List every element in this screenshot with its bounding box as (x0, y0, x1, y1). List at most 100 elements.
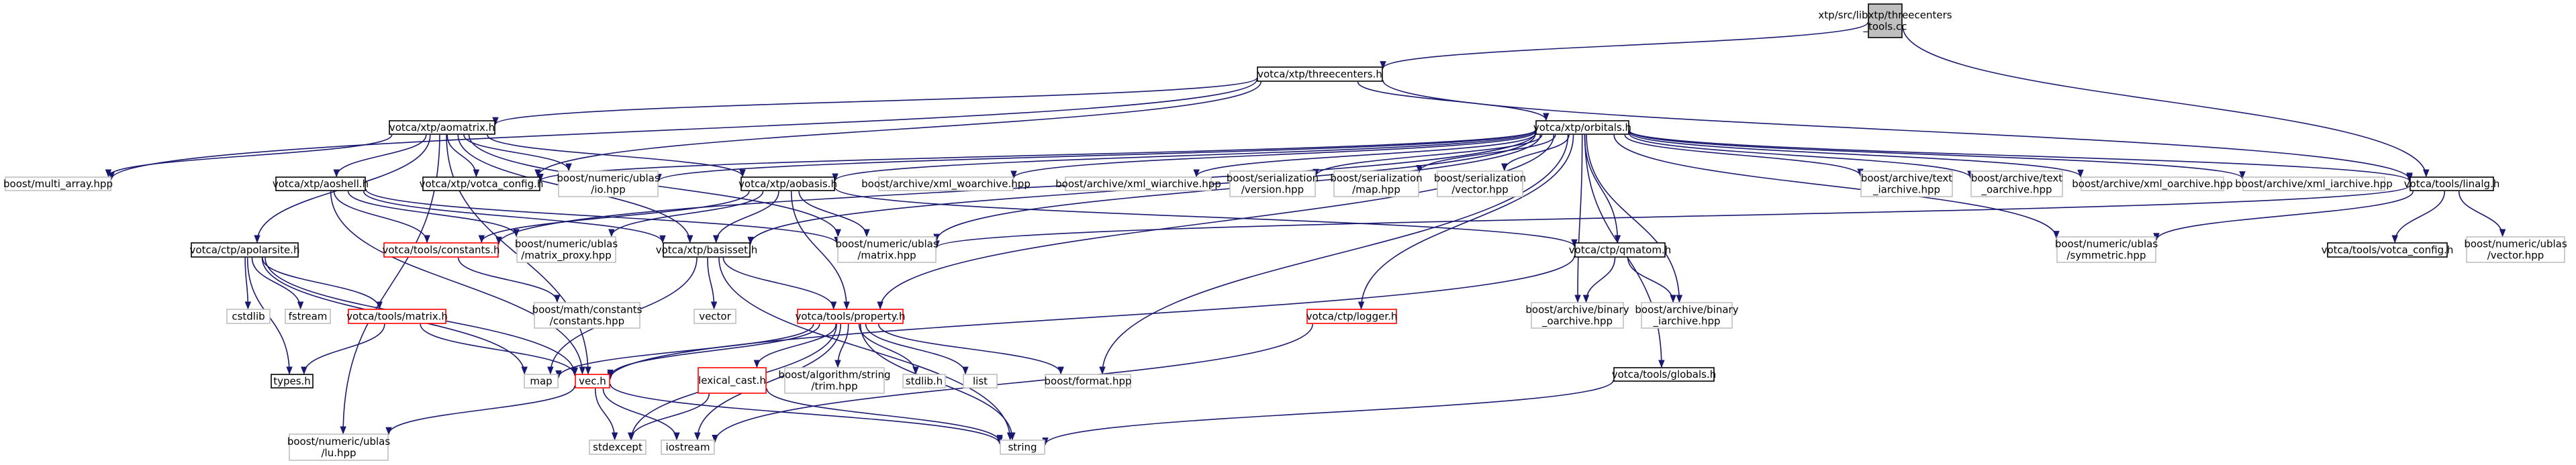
node-label-binary_iarchive: boost/archive/binary (1635, 304, 1738, 316)
node-tools_matrix[interactable]: votca/tools/matrix.h (346, 309, 448, 324)
node-label-root: xtp/src/libxtp/threecenters (1818, 9, 1952, 21)
edge-vec-to-stdexcept (594, 388, 616, 440)
node-linalg[interactable]: votca/tools/linalg.h (2404, 176, 2500, 191)
edge-basisset-to-vector (707, 257, 715, 309)
node-binary_oarchive: boost/archive/binary_oarchive.hpp (1525, 302, 1629, 329)
node-label-xml_woarchive: boost/archive/xml_woarchive.hpp (861, 178, 1031, 191)
node-ublas_symmetric: boost/numeric/ublas/symmetric.hpp (2055, 236, 2158, 263)
node-types[interactable]: types.h (271, 374, 314, 389)
arrowhead-apolarsite-to-fstream (297, 301, 304, 310)
node-label-ublas_symmetric: boost/numeric/ublas (2055, 238, 2158, 250)
arrowhead-aobasis-to-basisset (712, 235, 720, 244)
edge-orbitals-to-binary_iarchive (1586, 134, 1680, 303)
node-vector: vector (694, 309, 736, 324)
node-label-apolarsite: votca/ctp/apolarsite.h (190, 244, 300, 256)
edge-property-to-vec (610, 323, 820, 377)
node-qmatom[interactable]: votca/ctp/qmatom.h (1569, 242, 1671, 258)
node-label-binary_iarchive: _iarchive.hpp (1652, 315, 1720, 328)
node-label-xml_wiarchive: boost/archive/xml_wiarchive.hpp (1055, 178, 1221, 191)
node-box-ublas_lu (289, 433, 389, 461)
node-box-basisset (663, 242, 751, 258)
node-label-string: string (1008, 442, 1037, 454)
node-label-ublas_lu: /lu.hpp (321, 447, 356, 459)
node-vec[interactable]: vec.h (575, 374, 610, 389)
node-label-tools_config: votca/tools/votca_config.h (2322, 244, 2454, 257)
node-property[interactable]: votca/tools/property.h (795, 309, 906, 324)
node-aomatrix[interactable]: votca/xtp/aomatrix.h (389, 120, 495, 135)
edge-property-to-lexical_cast (756, 323, 837, 368)
arrowhead-constants_tools-to-math_constants (554, 295, 561, 303)
arrowhead-orbitals-to-qmatom (1614, 235, 1621, 244)
node-box-matrix_proxy (516, 236, 616, 263)
node-orbitals[interactable]: votca/xtp/orbitals.h (1533, 120, 1631, 135)
arrowhead-tools_matrix-to-vec (571, 368, 578, 376)
edge-aoshell-to-ublas_matrix (365, 189, 838, 244)
node-xtp_config[interactable]: votca/xtp/votca_config.h (420, 176, 544, 191)
edge-qmatom-to-binary_iarchive (1627, 257, 1674, 303)
node-root[interactable]: xtp/src/libxtp/threecenters_tools.cc (1818, 3, 1952, 38)
arrowhead-orbitals-to-binary_oarchive (1574, 295, 1581, 303)
node-box-lexical_cast (698, 367, 767, 394)
node-lexical_cast[interactable]: lexical_cast.h (698, 367, 767, 394)
node-label-trim: /trim.hpp (811, 380, 857, 393)
node-logger[interactable]: votca/ctp/logger.h (1306, 309, 1398, 324)
edge-threecenters-to-multi_array (111, 79, 1257, 180)
node-box-binary_oarchive (1531, 302, 1624, 329)
node-box-list (963, 374, 998, 389)
node-box-text_iarchive (1860, 170, 1953, 197)
edge-orbitals-to-linalg (1629, 130, 2410, 182)
edge-tools_matrix-to-types (303, 323, 385, 374)
arrowhead-threecenters-to-orbitals (1543, 113, 1549, 121)
node-aobasis[interactable]: votca/xtp/aobasis.h (738, 176, 837, 191)
arrowhead-aomatrix-to-xtp_config (473, 169, 480, 178)
node-basisset[interactable]: votca/xtp/basisset.h (656, 242, 757, 258)
arrowhead-aomatrix-to-basisset (686, 235, 694, 244)
edge-threecenters-to-aomatrix (495, 77, 1257, 125)
arrowhead-aobasis-to-matrix_proxy (608, 229, 615, 238)
edge-vec-to-iostream (602, 388, 677, 440)
edge-aoshell-to-vec (330, 191, 583, 374)
node-box-stdexcept (589, 440, 647, 455)
node-label-matrix_proxy: /matrix_proxy.hpp (521, 250, 611, 262)
edge-basisset-to-property (722, 257, 834, 309)
arrowhead-aoshell-to-basisset (659, 235, 666, 244)
node-box-ser_version (1229, 170, 1316, 197)
edge-vec-to-ublas_lu (388, 385, 575, 435)
node-box-ublas_vector (2466, 236, 2565, 263)
edge-lexical_cast-to-string (766, 388, 1000, 442)
node-box-stdlib (902, 374, 946, 389)
node-label-ublas_matrix: /matrix.hpp (857, 250, 916, 262)
node-aoshell[interactable]: votca/xtp/aoshell.h (273, 176, 369, 191)
node-label-types: types.h (273, 375, 311, 387)
node-label-ublas_lu: boost/numeric/ublas (287, 435, 391, 448)
arrowhead-orbitals-to-ser_vector (1501, 163, 1508, 172)
node-box-boost_format (1045, 374, 1131, 389)
arrowhead-aomatrix-to-apolarsite (254, 235, 260, 244)
node-threecenters[interactable]: votca/xtp/threecenters.h (1257, 66, 1383, 82)
node-label-ublas_io: /io.hpp (591, 184, 625, 196)
node-box-root (1868, 3, 1903, 38)
node-tools_config[interactable]: votca/tools/votca_config.h (2322, 242, 2454, 258)
edge-aoshell-to-constants_tools (333, 191, 428, 243)
edge-aoshell-to-matrix_proxy (347, 191, 517, 237)
node-ublas_vector: boost/numeric/ublas/vector.hpp (2464, 236, 2567, 263)
node-box-string (1000, 440, 1045, 455)
node-matrix_proxy: boost/numeric/ublas/matrix_proxy.hpp (515, 236, 618, 263)
node-box-xtp_config (422, 176, 540, 191)
node-label-orbitals: votca/xtp/orbitals.h (1533, 121, 1631, 134)
node-label-math_constants: boost/math/constants (532, 304, 642, 316)
node-box-logger (1306, 309, 1397, 324)
node-apolarsite[interactable]: votca/ctp/apolarsite.h (190, 242, 300, 258)
edge-aobasis-to-matrix_proxy (611, 191, 764, 237)
node-label-aoshell: votca/xtp/aoshell.h (273, 178, 369, 190)
node-globals[interactable]: votca/tools/globals.h (1612, 367, 1717, 382)
arrowhead-aomatrix-to-multi_array (105, 169, 112, 178)
arrowhead-orbitals-to-basisset (747, 236, 754, 245)
arrowhead-vec-to-iostream (673, 432, 680, 441)
arrowhead-basisset-to-vector (710, 301, 718, 310)
edge-tools_matrix-to-vec (420, 323, 575, 376)
node-constants_tools[interactable]: votca/tools/constants.h (383, 242, 500, 258)
arrowhead-orbitals-to-xml_oarchive (2077, 169, 2084, 178)
arrowhead-aobasis-to-property (843, 301, 850, 310)
edge-constants_tools-to-math_constants (457, 257, 558, 303)
